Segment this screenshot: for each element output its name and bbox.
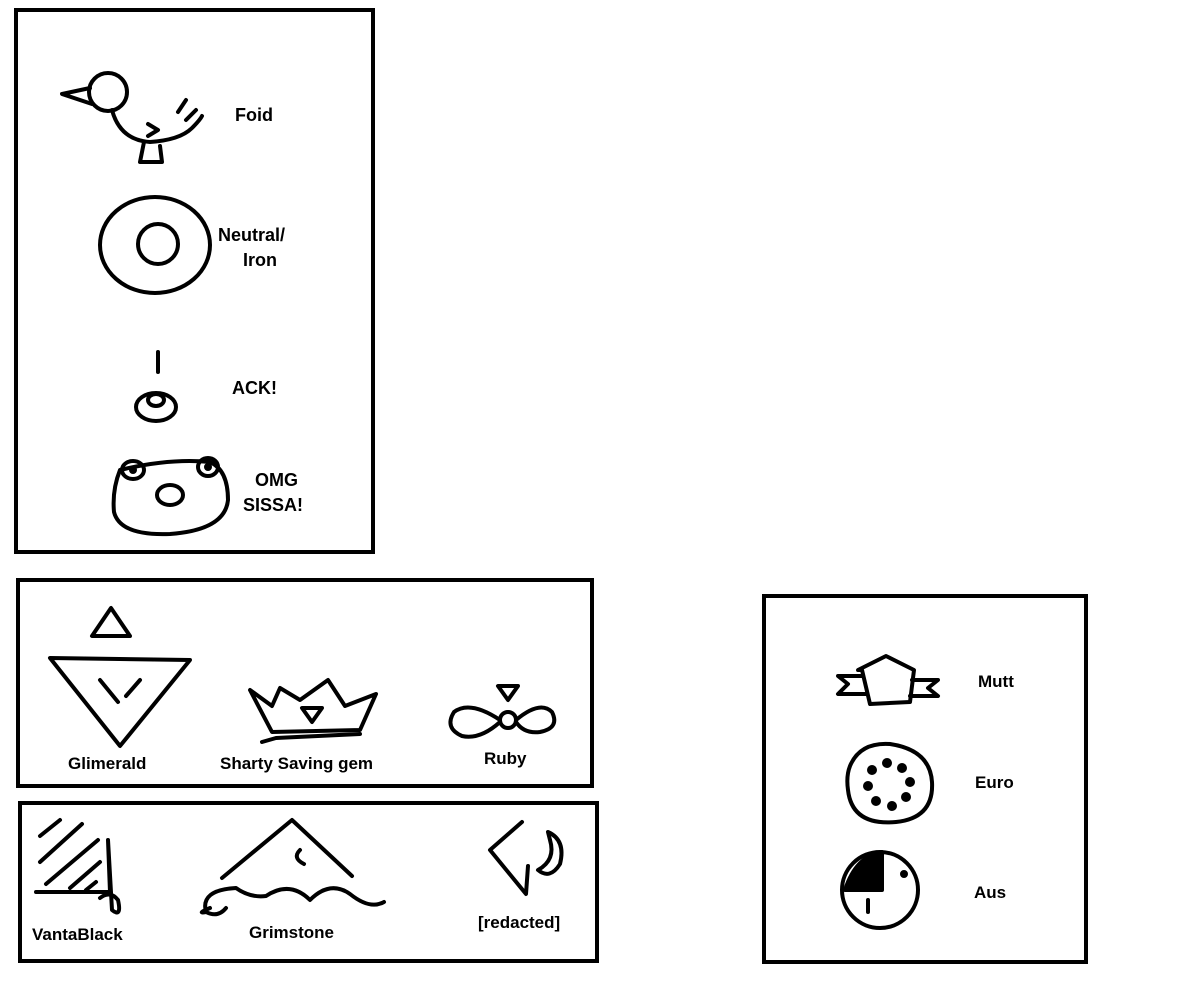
triangle-gem-icon <box>48 606 192 748</box>
coal-icon <box>488 820 564 896</box>
label-coal: [redacted] <box>478 913 561 932</box>
label-aus: Aus <box>974 883 1007 902</box>
hatched-square-icon <box>34 818 122 915</box>
crown-icon <box>248 678 378 744</box>
stones-panel <box>18 801 599 963</box>
propeller-icon <box>448 684 557 739</box>
face-icon <box>111 456 230 537</box>
label-euro: Euro <box>975 773 1014 792</box>
label-iron: Iron <box>243 250 277 270</box>
label-neutral: Neutral/ <box>218 225 286 245</box>
label-glimerald: Glimerald <box>68 754 147 773</box>
banner-badge-icon <box>836 654 940 706</box>
label-ruby: Ruby <box>484 749 527 768</box>
roles-panel <box>14 8 375 554</box>
label-grimstone: Grimstone <box>249 923 335 942</box>
drop-icon <box>134 350 178 423</box>
quartered-circle-icon <box>840 850 920 930</box>
label-sharty-saving-gem: Sharty Saving gem <box>220 754 374 773</box>
label-mutt: Mutt <box>978 672 1014 691</box>
gems-panel <box>16 578 594 788</box>
label-sissa: SISSA! <box>243 495 304 515</box>
mountain-icon <box>199 818 386 917</box>
label-omg: OMG <box>255 470 298 490</box>
label-vantablack: VantaBlack <box>32 925 123 944</box>
regions-panel <box>762 594 1088 964</box>
label-foid: Foid <box>235 105 273 125</box>
stars-circle-icon <box>845 741 935 825</box>
bird-icon <box>60 71 204 164</box>
label-ack: ACK! <box>232 378 277 398</box>
ring-icon <box>98 195 212 295</box>
